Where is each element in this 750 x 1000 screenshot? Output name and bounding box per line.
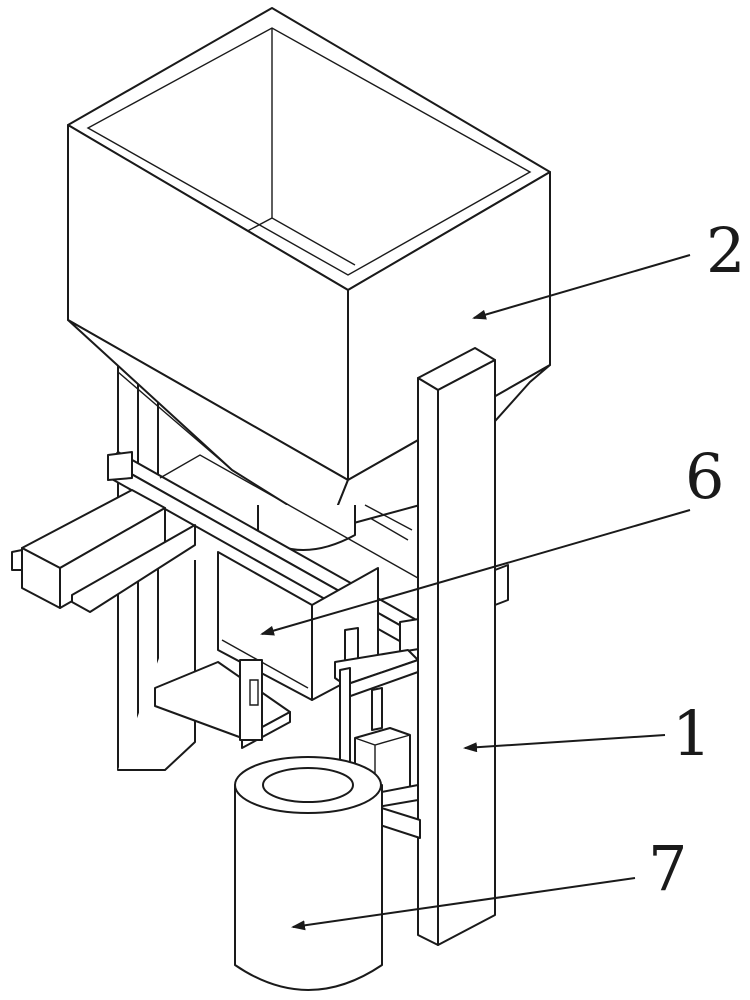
actuator xyxy=(11,489,196,613)
label-frame: 1 xyxy=(672,697,711,770)
leader-1 xyxy=(463,734,666,753)
leader-lines xyxy=(260,254,691,931)
label-bucket: 7 xyxy=(648,832,687,905)
label-feeder: 6 xyxy=(685,440,724,513)
bucket xyxy=(234,756,383,991)
hopper xyxy=(67,7,551,531)
label-hopper: 2 xyxy=(706,214,745,287)
leader-7 xyxy=(291,877,636,931)
leader-2 xyxy=(472,254,691,320)
vertical-post xyxy=(417,347,509,946)
leader-6 xyxy=(260,509,691,636)
